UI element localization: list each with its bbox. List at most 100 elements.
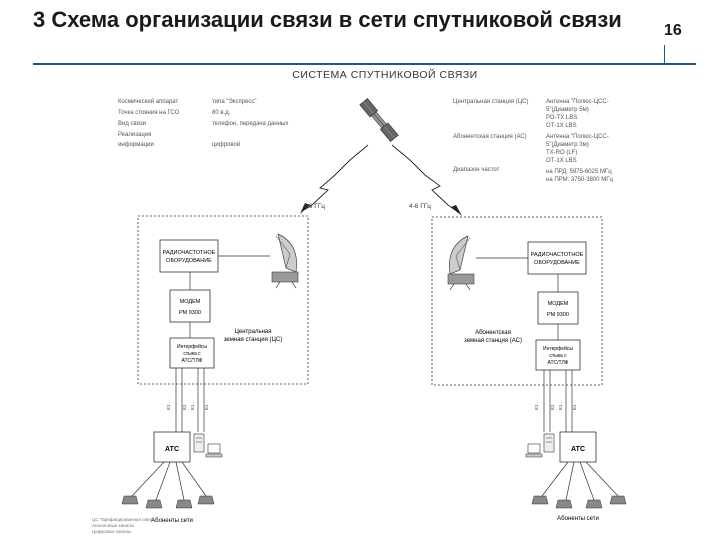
modem-as: МОДЕМ РМ 9300 (537, 291, 579, 325)
svg-text:ЦС Тарифицированная связь: ЦС Тарифицированная связь (92, 517, 154, 522)
parameters-values: типа "Экспресс" 80 в.д. телефон, передач… (212, 99, 288, 148)
central-station-label: земная станция (ЦС) (224, 337, 283, 343)
ats-right: АТС (559, 431, 597, 463)
svg-text:Е1: Е1 (558, 404, 563, 410)
subscriber-station-label: Абонентская (475, 330, 511, 336)
subscribers-label-left: Абоненты сети (151, 518, 193, 524)
server-icon-left (193, 433, 205, 453)
svg-text:МОДЕМ: МОДЕМ (548, 301, 569, 307)
param-label: Вид связи (118, 121, 146, 127)
dish-antenna-as-icon (447, 235, 475, 291)
antenna-as-line: TX-RО (LF) (546, 150, 577, 156)
svg-text:Е1: Е1 (190, 404, 195, 410)
param-label: Точка стояния на ГСО (118, 110, 180, 116)
subscriber-lines-right (541, 461, 619, 501)
subscribers-label-right: Абоненты сети (557, 516, 599, 522)
central-station-border (137, 215, 309, 385)
svg-text:Е1: Е1 (204, 404, 209, 410)
param-label: Космический аппарат (118, 98, 178, 105)
param-value: телефон, передача данных (212, 121, 288, 127)
subscriber-station-label: земная станция (АС) (464, 338, 522, 344)
interface-box-as: Интерфейсы стыка с АТС/ТЛФ (535, 339, 581, 371)
radio-equipment-as: РАДИОЧАСТОТНОЕ ОБОРУДОВАНИЕ (527, 241, 587, 275)
station-cs-label: Центральная станция (ЦС) (453, 99, 529, 105)
phone-icon (585, 499, 603, 509)
trunk-labels-right: Е1 Е1 Е1 Е1 (534, 404, 577, 410)
dish-antenna-cs-icon (271, 233, 299, 289)
interface-box-cs: Интерфейсы стыка с АТС/ТЛФ (169, 337, 215, 369)
svg-text:Интерфейсы: Интерфейсы (543, 345, 573, 352)
radio-link-right (391, 144, 459, 213)
trunk-labels-left: Е1 Е1 Е1 Е1 (166, 404, 209, 410)
server-icon-right (543, 433, 555, 453)
central-station-label: Центральная (234, 329, 271, 335)
station-as-label: Абонентская станция (АС) (453, 134, 527, 140)
svg-text:стыка с: стыка с (549, 353, 567, 359)
param-label: Реализация (118, 132, 151, 138)
satellite-icon (359, 97, 399, 143)
antenna-cs-line: Антенна "Полюс-ЦСС- (546, 99, 609, 105)
legend: ЦС Тарифицированная связь Аналоговые кан… (92, 517, 154, 534)
radio-equipment-cs: РАДИОЧАСТОТНОЕ ОБОРУДОВАНИЕ (159, 239, 219, 273)
svg-text:Е1: Е1 (534, 404, 539, 410)
ats-left: АТС (153, 431, 191, 463)
trunk-lines-right (543, 370, 573, 432)
freq-range-label: Диапазон частот (453, 167, 500, 173)
svg-text:МОДЕМ: МОДЕМ (180, 299, 201, 305)
antenna-cs-line: ОТ-1Х LBS (546, 123, 577, 129)
antenna-as-line: 5"(Диаметр 3м) (546, 142, 589, 148)
param-label: информации (118, 142, 154, 148)
freq-rx: на ПРМ: 3750-3800 МГц (546, 177, 614, 183)
phone-icon (145, 499, 163, 509)
antenna-as-line: Антенна "Полюс-ЦСС- (546, 134, 609, 140)
title-side-rule (664, 45, 665, 65)
param-value: типа "Экспресс" (212, 99, 257, 105)
svg-text:Е1: Е1 (182, 404, 187, 410)
svg-text:Е1: Е1 (550, 404, 555, 410)
phone-icon (609, 495, 627, 505)
slide-title: 3 Схема организации связи в сети спутник… (33, 7, 622, 32)
svg-text:Е1: Е1 (166, 404, 171, 410)
band-label-right: 4-6 ГГц (409, 203, 431, 210)
antenna-as-line: ОТ-1Х LBS (546, 158, 577, 164)
station-info: Центральная станция (ЦС) Абонентская ста… (453, 99, 614, 183)
svg-text:РАДИОЧАСТОТНОЕ: РАДИОЧАСТОТНОЕ (531, 252, 584, 258)
subscriber-station-border (431, 216, 603, 386)
svg-text:Е1: Е1 (572, 404, 577, 410)
svg-text:АТС/ТЛФ: АТС/ТЛФ (182, 358, 203, 364)
phone-icon (175, 499, 193, 509)
svg-text:ОБОРУДОВАНИЕ: ОБОРУДОВАНИЕ (534, 260, 580, 266)
antenna-cs-line: 5"(Диаметр 5м) (546, 107, 589, 113)
svg-text:РАДИОЧАСТОТНОЕ: РАДИОЧАСТОТНОЕ (163, 250, 216, 256)
svg-text:АТС: АТС (165, 446, 179, 453)
radio-link-left (303, 144, 369, 211)
subscriber-lines-left (131, 461, 207, 501)
phone-icon (121, 495, 139, 505)
svg-text:РМ 9300: РМ 9300 (547, 312, 569, 318)
svg-text:стыка с: стыка с (183, 351, 201, 357)
phone-icon (555, 499, 573, 509)
title-underline (33, 63, 696, 65)
svg-text:АТС/ТЛФ: АТС/ТЛФ (548, 360, 569, 366)
modem-cs: МОДЕМ РМ 9300 (169, 289, 211, 323)
band-label-left: 4-6 ГГц (303, 203, 325, 210)
phone-icon (197, 495, 215, 505)
svg-text:Аналоговые каналы: Аналоговые каналы (92, 523, 134, 528)
computer-icon-left (205, 443, 223, 458)
parameters-labels: Космический аппарат Точка стояния на ГСО… (118, 98, 180, 148)
svg-text:Интерфейсы: Интерфейсы (177, 343, 207, 350)
trunk-lines-left (175, 368, 205, 432)
svg-text:ОБОРУДОВАНИЕ: ОБОРУДОВАНИЕ (166, 258, 212, 264)
svg-text:РМ 9300: РМ 9300 (179, 310, 201, 316)
freq-tx: на ПРД: 5975-6025 МГц (546, 169, 612, 175)
param-value: цифровой (212, 141, 240, 148)
param-value: 80 в.д. (212, 110, 231, 116)
computer-icon-right (525, 443, 543, 458)
svg-text:АТС: АТС (571, 446, 585, 453)
antenna-cs-line: РО-ТХ LBS (546, 115, 577, 121)
svg-text:Цифровые каналы: Цифровые каналы (92, 529, 131, 534)
page-number: 16 (664, 22, 682, 39)
diagram-title: СИСТЕМА СПУТНИКОВОЙ СВЯЗИ (292, 68, 477, 81)
phone-icon (531, 495, 549, 505)
